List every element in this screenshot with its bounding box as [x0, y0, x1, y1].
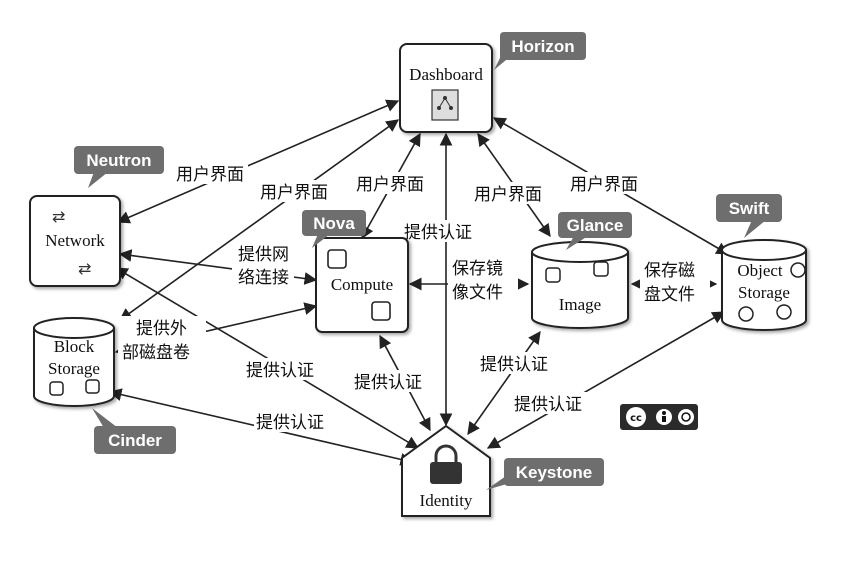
node-network: ⇄ Network ⇄ [29, 195, 121, 287]
label-auth-image: 提供认证 [480, 355, 548, 375]
compute-chip-icon-bottom [371, 301, 391, 321]
callout-keystone-label: Keystone [516, 463, 593, 482]
label-net-1: 提供网 [238, 245, 289, 265]
label-store-img-1: 保存镜 [452, 259, 503, 279]
label-auth-compute: 提供认证 [354, 373, 422, 393]
callout-horizon: Horizon [494, 32, 586, 70]
label-auth-block: 提供认证 [256, 413, 324, 433]
edge-swift-identity [486, 311, 726, 449]
label-ext-vol-2: 部磁盘卷 [122, 343, 190, 363]
label-ext-vol-1: 提供外 [136, 319, 187, 339]
node-identity: Identity [401, 424, 491, 517]
callout-neutron-label: Neutron [86, 151, 151, 170]
edge-labels: 用户界面 用户界面 用户界面 用户界面 用户界面 提供认证 提供网 络连接 保存… [118, 162, 710, 433]
label-store-disk-1: 保存磁 [644, 261, 695, 281]
label-store-img-2: 像文件 [452, 283, 503, 303]
node-block-storage-label-1: Block [54, 337, 95, 356]
label-auth-swift: 提供认证 [514, 395, 582, 415]
edge-image-identity [467, 330, 541, 436]
callout-horizon-label: Horizon [511, 37, 574, 56]
storage-disk-icon-bottom-left [738, 306, 754, 322]
node-object-storage-label-1: Object [737, 261, 783, 280]
callout-keystone: Keystone [486, 458, 604, 490]
image-disk-icon-right [593, 261, 609, 277]
node-dashboard: Dashboard [399, 43, 493, 133]
node-object-storage-label-2: Storage [738, 283, 790, 302]
label-ui-image: 用户界面 [474, 185, 542, 205]
callout-cinder-label: Cinder [108, 431, 162, 450]
callout-glance: Glance [558, 212, 632, 250]
callout-swift: Swift [716, 194, 782, 238]
node-compute: Compute [315, 237, 409, 333]
node-image-label: Image [559, 295, 601, 314]
label-auth-dashboard: 提供认证 [404, 223, 472, 243]
storage-disk-icon-bottom-right [776, 304, 792, 320]
node-object-storage: Object Storage [721, 239, 807, 331]
label-ui-block: 用户界面 [260, 183, 328, 203]
lock-icon [430, 444, 462, 484]
svg-text:cc: cc [630, 413, 642, 424]
network-arrows-icon-top: ⇄ [52, 207, 65, 226]
label-ui-network: 用户界面 [176, 165, 244, 185]
node-dashboard-label: Dashboard [409, 65, 483, 84]
cc-license-icon: cc [620, 404, 698, 430]
callout-nova-label: Nova [313, 214, 355, 233]
image-disk-icon-left [545, 267, 561, 283]
node-network-label: Network [45, 231, 105, 250]
node-compute-label: Compute [331, 275, 393, 294]
callout-swift-label: Swift [729, 199, 770, 218]
label-ui-compute: 用户界面 [356, 175, 424, 195]
callout-glance-label: Glance [567, 216, 624, 235]
block-disk-icon-left [49, 381, 64, 396]
label-auth-network: 提供认证 [246, 361, 314, 381]
callout-nova: Nova [302, 210, 366, 248]
label-store-disk-2: 盘文件 [644, 285, 695, 305]
storage-disk-icon-top [790, 262, 806, 278]
callout-neutron: Neutron [74, 146, 164, 188]
compute-chip-icon-top [327, 249, 347, 269]
label-net-2: 络连接 [238, 268, 289, 288]
network-arrows-icon-bottom: ⇄ [78, 259, 91, 278]
label-ui-swift: 用户界面 [570, 175, 638, 195]
block-disk-icon-right [85, 379, 100, 394]
dashboard-icon [431, 89, 459, 121]
node-image: Image [531, 241, 629, 329]
callout-cinder: Cinder [92, 408, 176, 454]
node-block-storage: Block Storage [33, 317, 115, 407]
node-identity-label: Identity [420, 491, 473, 510]
node-block-storage-label-2: Storage [48, 359, 100, 378]
